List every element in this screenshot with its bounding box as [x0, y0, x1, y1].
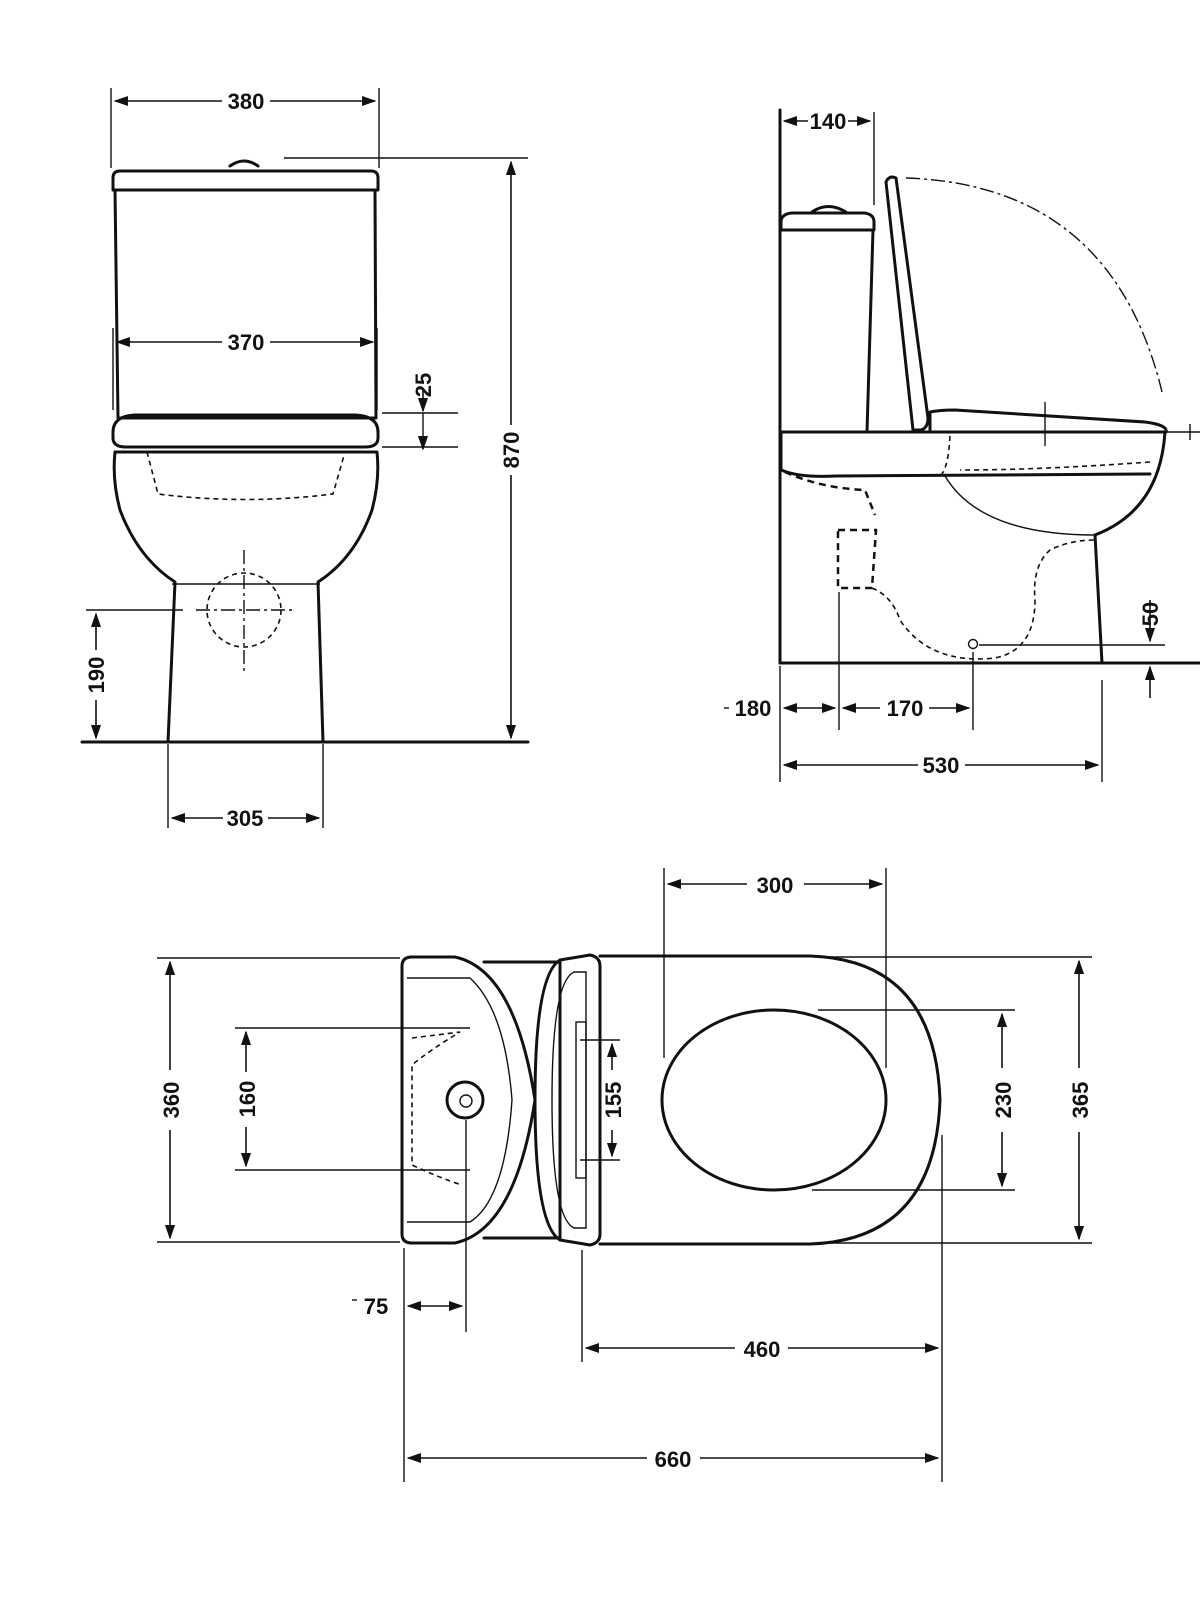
- dim-top-300: 300: [757, 873, 794, 898]
- bowl-left: [112, 450, 177, 744]
- hidden-inlet: [784, 470, 877, 516]
- dim-side-530: 530: [923, 753, 960, 778]
- hidden-rim: [939, 435, 951, 477]
- dim-side-140: 140: [810, 109, 847, 134]
- bowl-top: [598, 954, 942, 1246]
- dim-front-25: 25: [411, 373, 436, 397]
- bowl-rim: [779, 430, 1152, 478]
- hidden-trap: [871, 539, 1096, 660]
- dim-top-460: 460: [744, 1337, 781, 1362]
- dim-front-370: 370: [228, 330, 265, 355]
- cistern-lid: [111, 169, 380, 192]
- bowl-right: [113, 450, 380, 744]
- dim-side-170: 170: [887, 696, 924, 721]
- dim-front-305: 305: [227, 806, 264, 831]
- bowl-curve: [944, 475, 1096, 536]
- seat-hinge-inner: [551, 971, 587, 1229]
- raised-lid: [884, 175, 930, 432]
- front-view: 380 370 25 870 190 305: [80, 88, 530, 831]
- connector: [482, 960, 562, 1240]
- flush-button: [228, 159, 260, 168]
- cistern-top: [400, 955, 537, 1245]
- dim-front-380: 380: [228, 89, 265, 114]
- cistern-front: [865, 228, 875, 434]
- dim-top-230: 230: [991, 1082, 1016, 1119]
- dim-top-155: 155: [601, 1082, 626, 1119]
- dim-side-180: 180: [735, 696, 772, 721]
- seat-opening: [660, 1008, 888, 1192]
- lid-swing-arc: [905, 177, 1163, 393]
- seat-hinge: [533, 953, 602, 1247]
- flush-button: [810, 205, 848, 214]
- hidden-cistern-outline: [411, 1031, 463, 1186]
- bowl-body: [779, 430, 1167, 665]
- dim-front-870: 870: [499, 432, 524, 469]
- dim-top-160: 160: [235, 1081, 260, 1118]
- seat: [928, 408, 1168, 434]
- dim-front-190: 190: [84, 657, 109, 694]
- seat-lid: [111, 413, 380, 449]
- flush-valve-centre: [459, 1094, 473, 1108]
- outlet-centre-mark: [967, 638, 979, 650]
- dim-top-75: 75: [364, 1294, 388, 1319]
- hidden-channel: [959, 461, 1151, 471]
- dim-side-50: 50: [1138, 602, 1163, 626]
- cistern-lid: [779, 211, 876, 232]
- hidden-outlet-spigot: [836, 528, 878, 590]
- cistern-inner: [407, 977, 513, 1223]
- hinge-slot: [575, 1021, 587, 1179]
- dim-top-660: 660: [655, 1447, 692, 1472]
- cistern-body: [113, 188, 378, 420]
- side-view: 140 180 170 50 530: [724, 108, 1200, 782]
- dim-top-360: 360: [159, 1082, 184, 1119]
- hidden-trapway: [146, 451, 346, 501]
- flush-valve: [445, 1080, 485, 1120]
- dim-top-365: 365: [1068, 1082, 1093, 1119]
- top-view: 300 360 160 155 230 365: [157, 868, 1093, 1482]
